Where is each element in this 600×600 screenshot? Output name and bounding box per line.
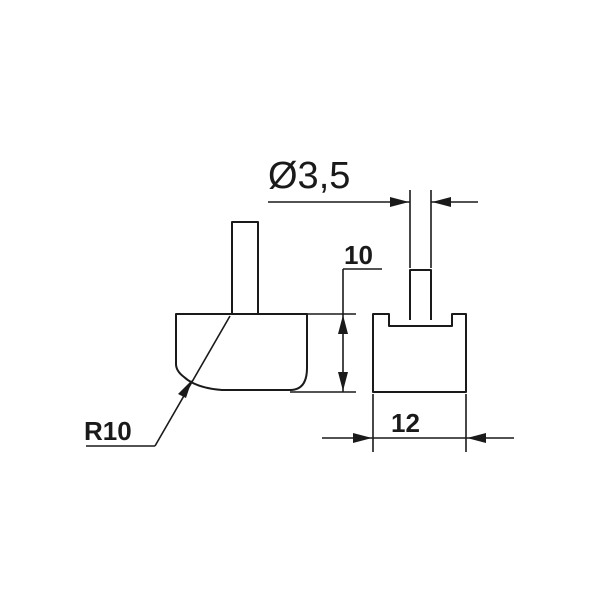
height-arrow-top (338, 315, 348, 334)
side-view: R10 (84, 221, 308, 447)
front-view-stem (409, 269, 432, 320)
side-view-head (175, 313, 308, 391)
diameter-arrow-right (432, 197, 451, 207)
diameter-label: Ø3,5 (268, 155, 350, 197)
height-arrow-bottom (338, 372, 348, 391)
radius-arrow (178, 380, 192, 398)
width-arrow-left (353, 433, 372, 443)
front-view-body (372, 313, 467, 393)
diameter-dimension: Ø3,5 (268, 155, 478, 207)
height-label: 10 (344, 240, 373, 270)
diameter-arrow-left (390, 197, 409, 207)
width-dimension: 12 (322, 394, 514, 452)
width-arrow-right (467, 433, 486, 443)
front-view (372, 190, 467, 393)
height-dimension: 10 (290, 240, 382, 393)
width-label: 12 (391, 408, 420, 438)
side-view-stem (231, 221, 259, 314)
radius-leader-line (154, 315, 231, 447)
radius-label: R10 (84, 416, 132, 446)
